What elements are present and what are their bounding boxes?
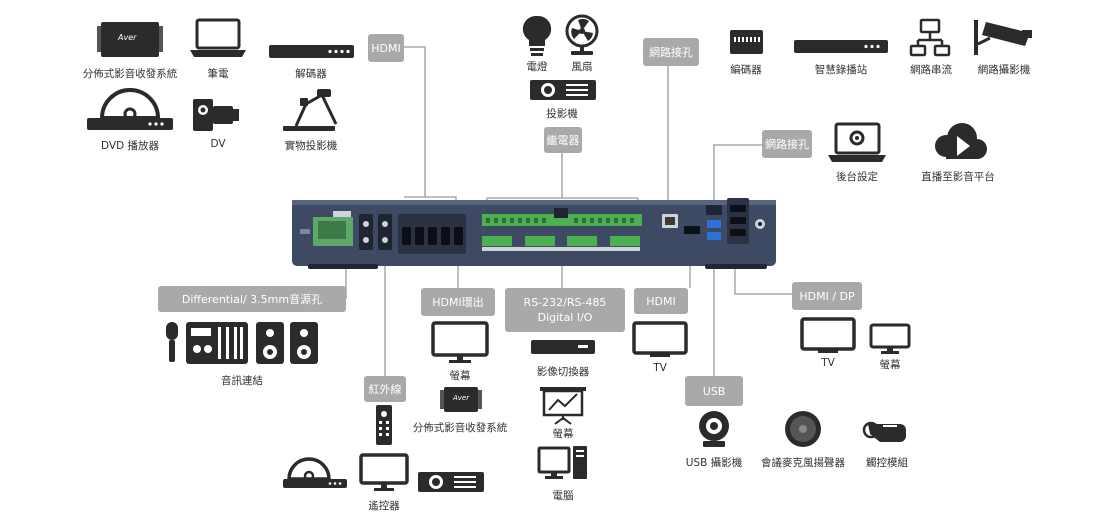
label-video-switcher: 影像切換器 — [536, 366, 590, 378]
brand-logo: Aver — [118, 33, 137, 42]
remote-control-icon — [376, 405, 392, 445]
speaker-icon-2 — [290, 322, 318, 364]
brand-logo-2: Aver — [453, 394, 470, 402]
label-monitor-1: 螢幕 — [449, 370, 471, 382]
line-lan-2 — [713, 144, 762, 208]
central-device — [292, 198, 776, 269]
tag-hdmi-dp: HDMI / DP — [792, 282, 862, 310]
monitor-icon-2 — [869, 323, 911, 354]
tag-rs232-line1: RS-232/RS-485 — [523, 296, 607, 309]
label-network-streaming: 網路串流 — [910, 64, 952, 76]
decoder-icon — [269, 45, 354, 58]
tag-lan-2: 網路接孔 — [762, 130, 812, 158]
label-dv: DV — [210, 138, 226, 150]
network-camera-icon — [974, 20, 1032, 55]
label-network-camera: 網路攝影機 — [977, 64, 1031, 76]
label-backend-settings: 後台設定 — [836, 171, 878, 183]
tag-hdmi-loop: HDMI環出 — [421, 288, 495, 316]
label-light: 電燈 — [526, 61, 548, 73]
label-encoder: 編碼器 — [730, 64, 762, 76]
label-screen: 螢幕 — [552, 428, 574, 440]
speaker-icon — [256, 322, 284, 364]
label-tv-2: TV — [821, 357, 835, 369]
rs-io-terminals — [482, 236, 512, 246]
device-foot-right — [705, 264, 767, 269]
document-camera-icon — [283, 89, 338, 131]
label-projector: 投影機 — [546, 108, 578, 120]
label-monitor-2: 螢幕 — [879, 359, 901, 371]
label-distributed-top: 分佈式影音收發系統 — [82, 68, 178, 80]
tag-hdmi-in: HDMI — [368, 34, 404, 62]
label-audio-connection: 音訊連結 — [221, 375, 263, 387]
tv-icon — [632, 321, 688, 357]
tag-usb: USB — [685, 376, 743, 406]
label-distributed-bottom: 分佈式影音收發系統 — [412, 422, 508, 434]
av-receiver-icon-2 — [440, 387, 482, 412]
label-touch-module: 觸控模組 — [866, 457, 908, 469]
label-notebook: 筆電 — [207, 68, 229, 80]
line-hdmi-in — [404, 46, 457, 213]
dv-camera-icon — [193, 99, 239, 131]
microphone-icon — [166, 322, 178, 362]
tag-hdmi-out: HDMI — [634, 288, 688, 314]
monitor-icon — [431, 321, 489, 363]
tv-icon-2 — [800, 317, 856, 353]
cloud-play-icon — [935, 123, 987, 159]
touch-module-icon — [862, 421, 906, 442]
device-foot-left — [308, 264, 378, 269]
label-decoder: 解碼器 — [295, 68, 327, 80]
hdmi-out-port — [684, 226, 700, 234]
tag-relay: 繼電器 — [544, 127, 582, 153]
projector-icon-2 — [418, 472, 484, 492]
tag-rs232-line2: Digital I/O — [537, 311, 593, 324]
tag-ir: 紅外線 — [364, 376, 406, 402]
label-document-camera: 實物投影機 — [284, 140, 338, 152]
label-tv-1: TV — [653, 362, 667, 374]
label-fan: 風扇 — [571, 61, 593, 73]
tag-audio-in: Differential/ 3.5mm音源孔 — [158, 286, 346, 312]
av-receiver-icon — [97, 22, 163, 57]
fan-icon — [565, 14, 599, 55]
label-remote: 遙控器 — [368, 500, 400, 512]
projector-icon — [530, 80, 596, 100]
video-switcher-icon — [531, 340, 595, 354]
laptop-icon — [190, 18, 246, 57]
label-computer: 電腦 — [552, 490, 574, 502]
computer-icon — [537, 446, 587, 479]
label-usb-camera: USB 攝影機 — [685, 457, 743, 469]
light-bulb-icon — [522, 15, 552, 56]
network-icon — [909, 18, 951, 57]
line-relay — [486, 152, 639, 213]
label-conference-mic: 會議麥克風揚聲器 — [761, 457, 845, 469]
label-dvd-player: DVD 播放器 — [100, 140, 160, 152]
label-live-platform: 直播至影音平台 — [921, 171, 995, 183]
tag-rs232: RS-232/RS-485 Digital I/O — [505, 288, 625, 332]
conference-mic-icon — [785, 411, 821, 447]
tag-lan-1: 網路接孔 — [643, 38, 699, 66]
dvd-player-icon — [87, 88, 173, 130]
label-smart-recorder: 智慧錄播站 — [814, 64, 868, 76]
mixer-icon — [186, 322, 248, 364]
smart-recorder-icon — [794, 40, 888, 53]
projection-screen-icon — [540, 387, 586, 425]
webcam-icon — [699, 411, 729, 447]
monitor-icon-3 — [359, 453, 409, 491]
encoder-icon — [730, 30, 763, 54]
dvd-player-icon-2 — [283, 457, 347, 488]
settings-laptop-icon — [828, 122, 886, 162]
